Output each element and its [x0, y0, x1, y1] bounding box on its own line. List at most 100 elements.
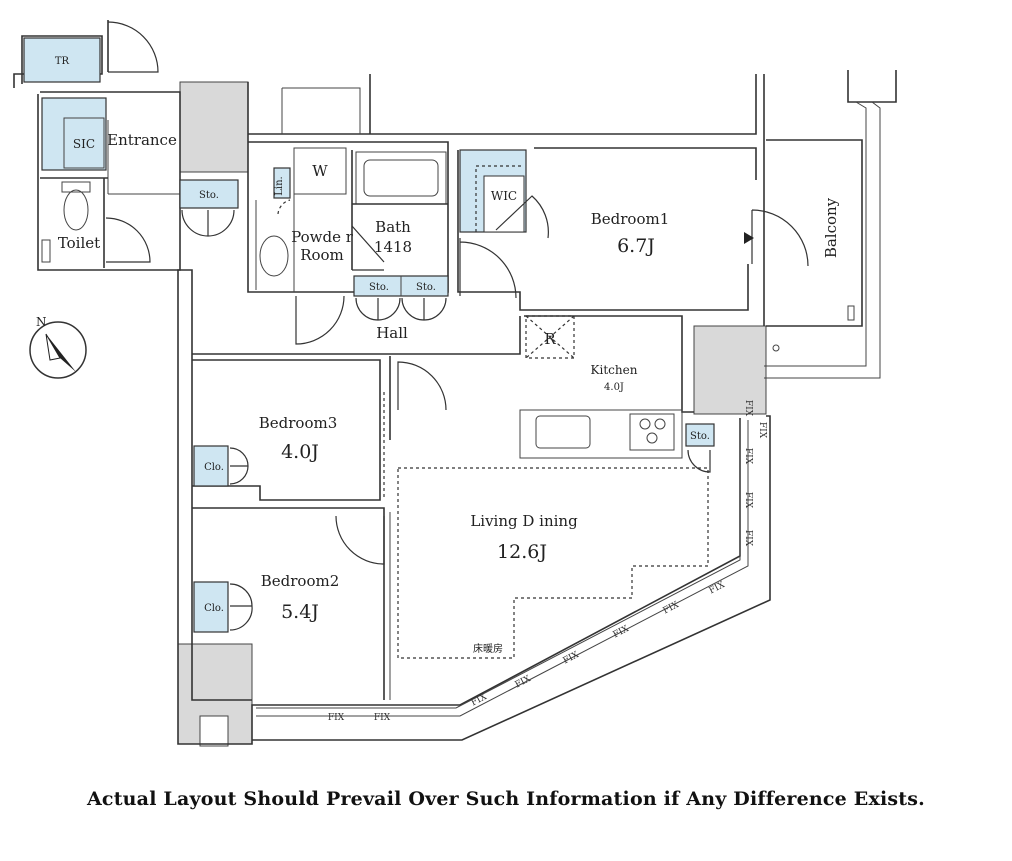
compass: N [29, 315, 87, 379]
bedroom2-label: Bedroom2 [261, 572, 340, 590]
balcony-drain [772, 344, 780, 352]
floor-heating-label: 床暖房 [473, 642, 503, 655]
hall-label: Hall [376, 324, 408, 342]
bedroom1-top [534, 147, 757, 180]
kitchen-wall [524, 315, 694, 413]
burner-2 [654, 418, 666, 430]
shaft-block-kitchen [693, 325, 767, 415]
floor-heating-zone [397, 467, 709, 659]
toilet-sink [41, 239, 51, 263]
washer-label: W [312, 162, 328, 180]
wet-area-wall [247, 141, 449, 293]
refrigerator-diag-2 [525, 315, 575, 359]
powder-room-label-1: Powde r [291, 228, 354, 246]
linen-closet [273, 167, 291, 199]
bathtub-inner [363, 159, 439, 197]
bedroom2-door[interactable] [335, 515, 385, 565]
bath-label: Bath [375, 218, 411, 236]
bedroom3-closet-doors[interactable] [229, 447, 249, 485]
bath-size: 1418 [374, 238, 412, 256]
bedroom3-closet [193, 445, 229, 487]
top-wall [248, 74, 757, 135]
trunk-room [23, 37, 101, 83]
hall-storage-1-label: Sto. [369, 282, 389, 293]
bedroom3-size: 4.0J [281, 441, 319, 463]
toilet-label: Toilet [58, 234, 100, 252]
linen-door[interactable] [277, 199, 291, 215]
mb-box [282, 87, 361, 134]
exterior-wall-left-outer [13, 35, 103, 88]
kitchen-label: Kitchen [591, 363, 638, 377]
balcony-outline [766, 139, 863, 327]
bedroom2-closet-doors[interactable] [229, 583, 253, 631]
bedroom3-wall [192, 359, 381, 501]
fix-window-label: FIX [743, 448, 753, 465]
bedroom2-closet [193, 581, 229, 633]
balcony-outer [847, 70, 897, 103]
wic-inner [483, 175, 525, 233]
burner-1 [639, 418, 651, 430]
fix-window-label: FIX [743, 492, 753, 509]
hall-corridor-wall [192, 316, 521, 355]
bedroom1-label: Bedroom1 [591, 210, 670, 228]
outer-boundary-bottom [252, 415, 771, 741]
hall-storage-2-doors[interactable] [401, 297, 447, 321]
left-wing-wall [37, 94, 252, 701]
living-storage [685, 423, 715, 447]
fix-window-label: FIX [374, 713, 391, 723]
fix-window-label: FIX [757, 422, 767, 439]
entry-arrow-icon [744, 232, 754, 244]
hall-storage-1-doors[interactable] [355, 297, 401, 321]
wic-shelf [475, 165, 524, 232]
balcony-fixture [847, 305, 855, 321]
living-dining-label: Living D ining [470, 512, 578, 530]
window-frame-outer [256, 420, 749, 717]
entrance-storage-doors[interactable] [181, 209, 235, 237]
fix-window-label: FIX [743, 530, 753, 547]
shaft-block-entrance [179, 81, 249, 173]
bedroom3-label: Bedroom3 [259, 414, 338, 432]
fix-window-label: FIX [708, 580, 728, 597]
fix-window-label: FIX [612, 624, 632, 641]
sic-inner [63, 117, 105, 169]
refrigerator-label: R [544, 330, 556, 348]
living-storage-door[interactable] [687, 449, 711, 473]
bedroom1-wall [457, 150, 749, 311]
toilet-tank [61, 181, 91, 193]
balcony-label: Balcony [822, 197, 840, 258]
bath-door[interactable] [351, 225, 385, 271]
powder-room-label-2: Room [300, 246, 344, 264]
wic-label: WIC [491, 189, 517, 203]
living-dining-size: 12.6J [497, 541, 547, 563]
column-notch [199, 715, 229, 747]
entrance-door[interactable] [107, 21, 159, 73]
balcony-door[interactable] [751, 209, 809, 267]
wic-door[interactable] [495, 195, 549, 239]
powder-room-door[interactable] [295, 295, 345, 345]
linen-label: Lin. [274, 176, 285, 195]
refrigerator-space [525, 315, 575, 359]
compass-north-label: N [36, 315, 47, 329]
living-storage-label: Sto. [690, 431, 710, 442]
balcony-rail [764, 101, 867, 367]
kitchen-size: 4.0J [604, 382, 624, 393]
disclaimer-text: Actual Layout Should Prevail Over Such I… [86, 788, 925, 810]
cooktop [629, 413, 675, 451]
balcony-rail-outer [764, 101, 881, 379]
sic-label: SIC [73, 137, 95, 151]
bedroom3-closet-label: Clo. [204, 462, 224, 473]
shoe-in-closet [41, 97, 107, 171]
bedroom1-door[interactable] [459, 238, 517, 299]
hall-storage-2-label: Sto. [416, 282, 436, 293]
bedroom2-size: 5.4J [281, 601, 319, 623]
vanity-sink [259, 235, 289, 277]
entrance-label: Entrance [107, 131, 177, 149]
toilet-door[interactable] [105, 217, 151, 263]
entrance-storage [179, 179, 239, 209]
north-arrow-shade [45, 333, 61, 361]
fix-window-label: FIX [743, 400, 753, 417]
entrance-storage-label: Sto. [199, 190, 219, 201]
toilet-bowl [63, 189, 89, 231]
living-door[interactable] [397, 361, 447, 411]
kitchen-sink [535, 415, 591, 449]
